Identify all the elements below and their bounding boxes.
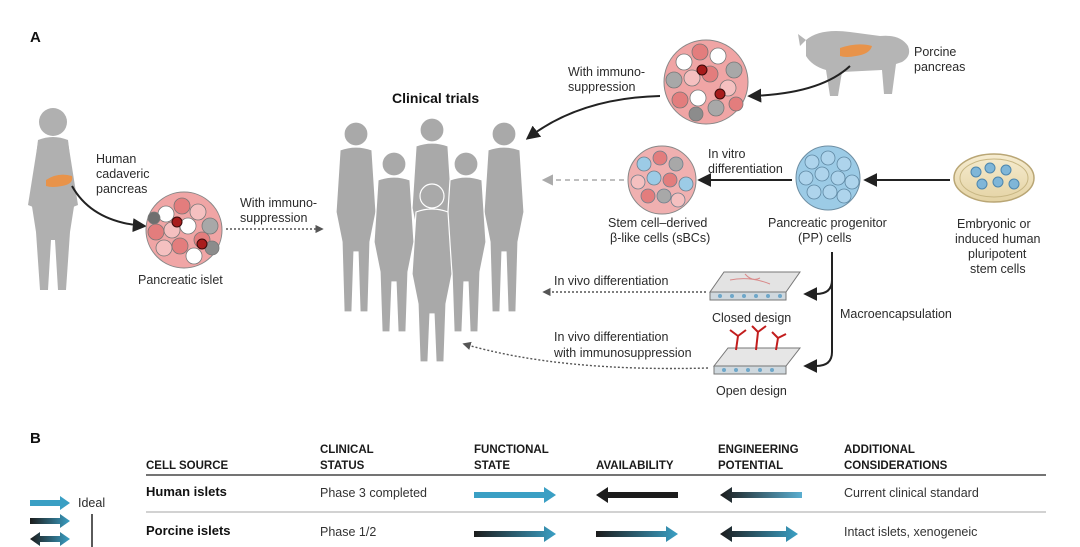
immuno-top-line-1: With immuno- [568,65,645,79]
legend-ideal-label: Ideal [78,496,105,510]
row-porcine-name: Porcine islets [146,523,231,538]
row-human-functional-arrow [474,487,556,503]
arrow-donor-to-islet [71,185,147,233]
human-pancreas-icon [46,174,73,187]
human-source-line-1: Human [96,152,136,166]
porcine-line-1: Porcine [914,45,956,59]
sbc-line-1: Stem cell–derived [608,216,707,230]
sbc-line-2: β-like cells (sBCs) [610,231,710,245]
header-engineering-2: POTENTIAL [718,460,783,472]
porcine-line-2: pancreas [914,60,965,74]
pluripotent-line-4: stem cells [970,262,1026,276]
branch-to-closed [803,252,833,301]
arrow-open-to-trials [462,341,709,370]
progenitor-line-1: Pancreatic progenitor [768,216,887,230]
arrow-legend: Ideal [30,496,105,547]
branch-to-open [803,252,833,373]
row-porcine-functional-arrow [474,526,556,542]
pig-pancreas-icon [840,44,872,57]
header-clinical-1: CLINICAL [320,444,374,456]
open-design-label: Open design [716,384,787,398]
in-vitro-line-2: differentiation [708,162,783,176]
header-availability: AVAILABILITY [596,460,674,472]
header-cell-source: CELL SOURCE [146,460,229,472]
closed-design-label: Closed design [712,311,791,325]
clinical-trials-title: Clinical trials [392,90,479,106]
sbc-cluster [627,145,697,215]
row-human-engineering-arrow [720,487,802,503]
row-porcine-availability-arrow [596,526,678,542]
header-additional-1: ADDITIONAL [844,444,915,456]
header-functional-2: STATE [474,460,510,472]
pluripotent-line-3: pluripotent [968,247,1027,261]
panel-b-label: B [30,430,41,447]
human-islet-cluster [145,191,223,269]
row-human-availability-arrow [596,487,678,503]
arrow-porcine-to-trials [525,95,661,140]
row-porcine-considerations: Intact islets, xenogeneic [844,525,977,539]
legend-mid-arrow [30,514,70,528]
open-device-icon [712,325,802,375]
immuno-left-line-1: With immuno- [240,196,317,210]
legend-both-arrow [30,532,70,546]
panel-a-label: A [30,29,41,46]
header-functional-1: FUNCTIONAL [474,444,549,456]
row-human-considerations: Current clinical standard [844,486,979,500]
immuno-top-line-2: suppression [568,80,635,94]
in-vivo-immuno-line-2: with immunosuppression [553,346,692,360]
header-engineering-1: ENGINEERING [718,444,799,456]
row-porcine-engineering-arrow [720,526,798,542]
human-donor-silhouette [28,108,78,290]
human-source-line-3: pancreas [96,182,147,196]
in-vitro-line-1: In vitro [708,147,746,161]
row-human-name: Human islets [146,484,227,499]
clinical-trials-crowd [335,117,525,363]
progenitor-cluster [795,145,861,211]
porcine-islet-cluster [663,39,749,125]
closed-device-icon [709,271,801,301]
pluripotent-line-1: Embryonic or [957,217,1031,231]
table-header-row: CELL SOURCE CLINICAL STATUS FUNCTIONAL S… [146,444,948,472]
pluripotent-line-2: induced human [955,232,1041,246]
row-porcine-status: Phase 1/2 [320,525,376,539]
islet-label: Pancreatic islet [138,273,223,287]
arrow-pig-to-islet [747,65,851,103]
header-additional-2: CONSIDERATIONS [844,460,948,472]
petri-dish-icon [953,153,1035,203]
in-vivo-immuno-line-1: In vivo differentiation [554,330,668,344]
header-clinical-2: STATUS [320,460,365,472]
progenitor-line-2: (PP) cells [798,231,851,245]
immuno-left-line-2: suppression [240,211,307,225]
in-vivo-label: In vivo differentiation [554,274,668,288]
legend-ideal-arrow [30,496,70,510]
human-source-line-2: cadaveric [96,167,150,181]
row-human-status: Phase 3 completed [320,486,427,500]
macroencapsulation-label: Macroencapsulation [840,307,952,321]
